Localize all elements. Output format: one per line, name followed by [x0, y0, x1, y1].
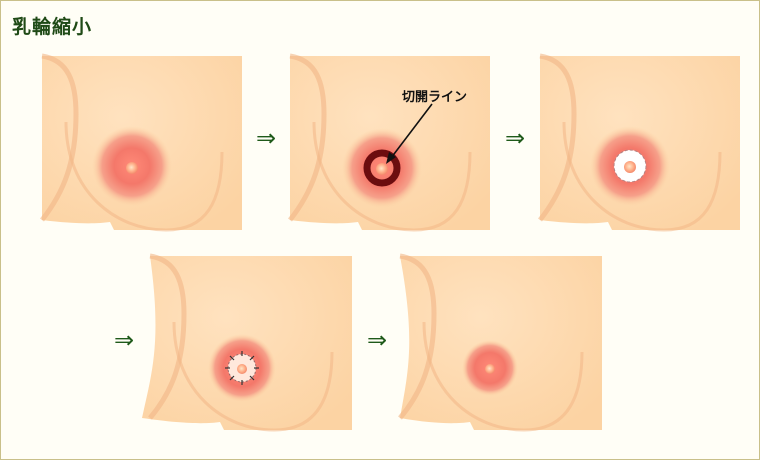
diagram-title: 乳輪縮小	[12, 16, 93, 38]
step-arrow-3: ⇒	[114, 326, 135, 354]
step-arrow-2: ⇒	[505, 124, 526, 152]
incision-ring	[363, 149, 401, 187]
nipple	[126, 162, 138, 174]
panel-incision-line	[288, 53, 490, 232]
nipple	[485, 364, 495, 374]
panel-after	[398, 253, 602, 432]
panel-suture	[142, 253, 352, 432]
incision-line-label: 切開ライン	[402, 90, 468, 105]
step-arrow-1: ⇒	[256, 124, 277, 152]
nipple	[376, 163, 388, 175]
panel-before	[40, 53, 242, 232]
suture-stitches	[225, 351, 259, 385]
nipple	[624, 161, 636, 173]
step-arrow-4: ⇒	[367, 326, 388, 354]
nipple	[237, 364, 247, 374]
panel-excision	[538, 53, 740, 232]
